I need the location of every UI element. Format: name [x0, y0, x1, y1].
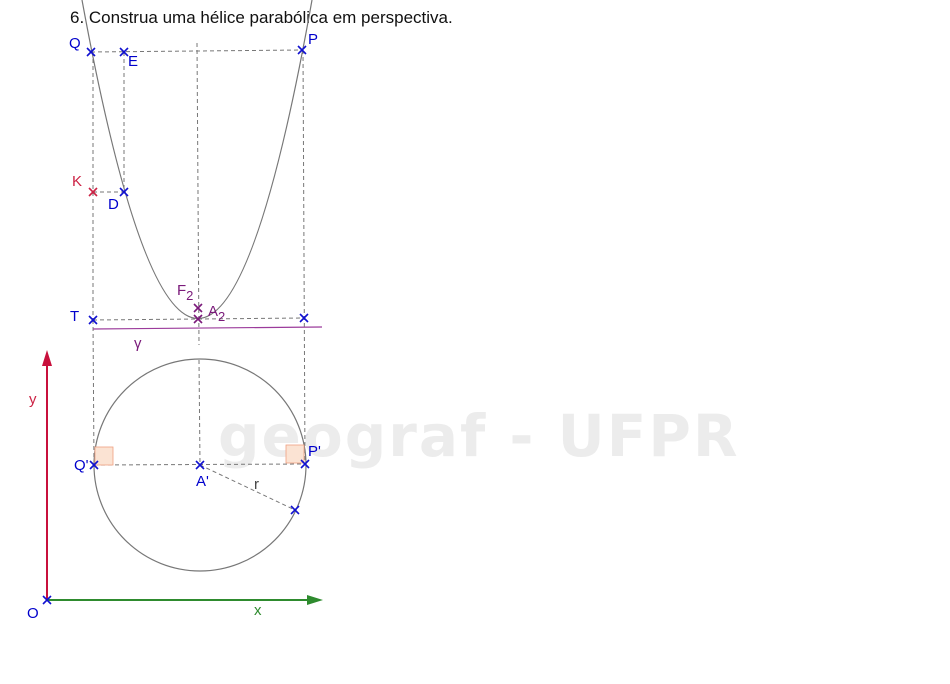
point-pp-marker-icon	[300, 459, 310, 469]
point-labels: Q E P K D F2 A2 T γ y Q' P' A' r O x	[27, 31, 321, 622]
point-qp-marker-icon	[89, 460, 99, 470]
label-f2: F2	[177, 282, 193, 303]
point-o-marker-icon	[42, 595, 52, 605]
point-t-right-marker-icon	[299, 313, 309, 323]
point-q-marker-icon	[86, 47, 96, 57]
dash-axis-lower	[198, 359, 201, 466]
point-t-marker-icon	[88, 315, 98, 325]
label-k: K	[72, 173, 82, 190]
point-ap-marker-icon	[195, 460, 205, 470]
point-f2-marker-icon	[193, 303, 203, 313]
exercise-title: 6. Construa uma hélice parabólica em per…	[70, 8, 453, 27]
label-y-axis: y	[29, 391, 37, 408]
label-d: D	[108, 196, 119, 213]
label-q: Q	[69, 35, 81, 52]
label-e: E	[128, 53, 138, 70]
label-r: r	[254, 476, 259, 493]
label-f2-main: F	[177, 282, 186, 299]
label-a-prime: A'	[196, 473, 209, 490]
x-axis-arrowhead-icon	[307, 595, 323, 605]
label-p-prime: P'	[308, 443, 321, 460]
construction-lines	[90, 42, 306, 511]
label-a2-sub: 2	[218, 309, 225, 324]
right-angle-marker-p	[285, 444, 305, 464]
y-axis-arrowhead-icon	[42, 350, 52, 366]
gamma-line	[92, 326, 323, 330]
label-o: O	[27, 605, 39, 622]
point-e-marker-icon	[119, 47, 129, 57]
point-a2-marker-icon	[193, 314, 203, 324]
parabola-curve	[81, 0, 313, 319]
point-r-end-marker-icon	[290, 505, 300, 515]
point-k-marker-icon	[88, 187, 98, 197]
point-d-marker-icon	[119, 187, 129, 197]
label-f2-sub: 2	[186, 288, 193, 303]
point-p-marker-icon	[297, 45, 307, 55]
label-a2: A2	[208, 303, 225, 324]
label-q-prime: Q'	[74, 457, 89, 474]
dash-radius-r	[199, 464, 296, 511]
label-a2-main: A	[208, 303, 218, 320]
right-angle-marker-q	[94, 446, 114, 466]
label-p: P	[308, 31, 318, 48]
dash-q-t-down	[92, 319, 95, 466]
dash-p-vertical	[302, 49, 306, 466]
label-t: T	[70, 308, 79, 325]
label-x-axis: x	[254, 602, 262, 619]
dash-axis-vertical	[196, 42, 200, 346]
point-markers	[42, 45, 310, 605]
label-gamma: γ	[134, 335, 142, 352]
